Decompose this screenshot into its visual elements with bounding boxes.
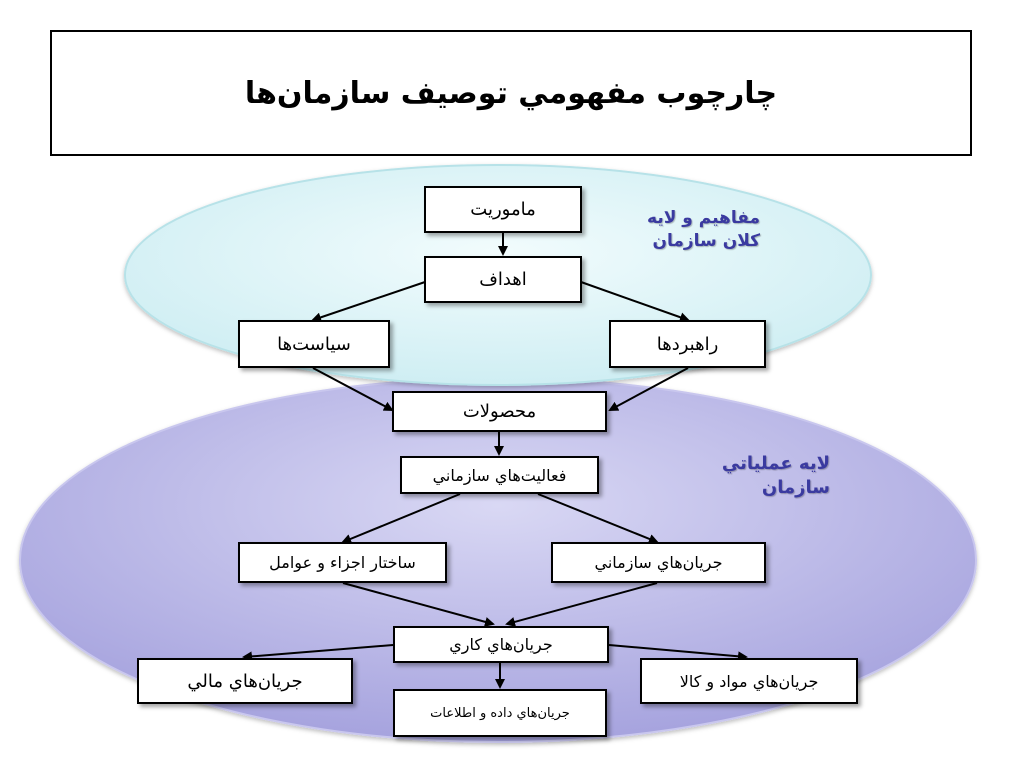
- arrow-strategies-products: [608, 367, 689, 411]
- macro-layer-label-line1: مفاهيم و لايه: [647, 208, 760, 228]
- arrow-workflows-financial: [242, 644, 394, 662]
- arrow-workflows-material: [608, 644, 748, 662]
- node-products-label: محصولات: [462, 401, 537, 422]
- operational-layer-label-line1: لايه عملياتي: [721, 453, 830, 474]
- node-org-activities: فعاليت‌هاي سازماني: [400, 456, 599, 494]
- node-financial-flows-label: جريان‌هاي مالي: [187, 670, 303, 692]
- node-mission: ماموريت: [424, 186, 582, 233]
- node-goals-label: اهداف: [479, 269, 527, 290]
- arrow-orgflows-workflows: [505, 582, 658, 627]
- node-data-flows: جريان‌هاي داده و اطلاعات: [393, 689, 607, 737]
- slide-title: چارچوب مفهومي توصيف سازمان‌ها: [244, 75, 778, 111]
- node-work-flows: جريان‌هاي كاري: [393, 626, 609, 663]
- node-products: محصولات: [392, 391, 607, 432]
- node-policies: سياست‌ها: [238, 320, 390, 368]
- node-policies-label: سياست‌ها: [277, 333, 351, 355]
- operational-layer-label-line2: سازمان: [761, 477, 830, 499]
- arrow-goals-policies: [311, 281, 426, 323]
- title-box: چارچوب مفهومي توصيف سازمان‌ها: [50, 30, 972, 156]
- node-data-flows-label: جريان‌هاي داده و اطلاعات: [430, 705, 570, 721]
- node-material-flows: جريان‌هاي مواد و كالا: [640, 658, 858, 704]
- arrow-structure-workflows: [342, 582, 495, 627]
- arrow-policies-products: [312, 367, 394, 411]
- operational-layer-label: لايه عملياتي سازمان: [700, 452, 830, 501]
- macro-layer-label-line2: كلان سازمان: [652, 230, 760, 251]
- arrow-activities-orgflows: [537, 493, 659, 544]
- macro-layer-label: مفاهيم و لايه كلان سازمان: [620, 207, 760, 253]
- arrow-activities-structure: [341, 493, 461, 544]
- node-financial-flows: جريان‌هاي مالي: [137, 658, 353, 704]
- node-org-flows-label: جريان‌هاي سازماني: [594, 553, 723, 572]
- node-mission-label: ماموريت: [470, 199, 536, 220]
- node-strategies-label: راهبردها: [656, 333, 719, 355]
- node-strategies: راهبردها: [609, 320, 766, 368]
- node-material-flows-label: جريان‌هاي مواد و كالا: [679, 671, 819, 691]
- node-work-flows-label: جريان‌هاي كاري: [449, 635, 553, 654]
- node-structure-label: ساختار اجزاء و عوامل: [269, 553, 416, 572]
- arrow-goals-strategies: [580, 281, 690, 323]
- node-org-flows: جريان‌هاي سازماني: [551, 542, 766, 583]
- node-org-activities-label: فعاليت‌هاي سازماني: [432, 465, 567, 485]
- node-structure: ساختار اجزاء و عوامل: [238, 542, 447, 583]
- node-goals: اهداف: [424, 256, 582, 303]
